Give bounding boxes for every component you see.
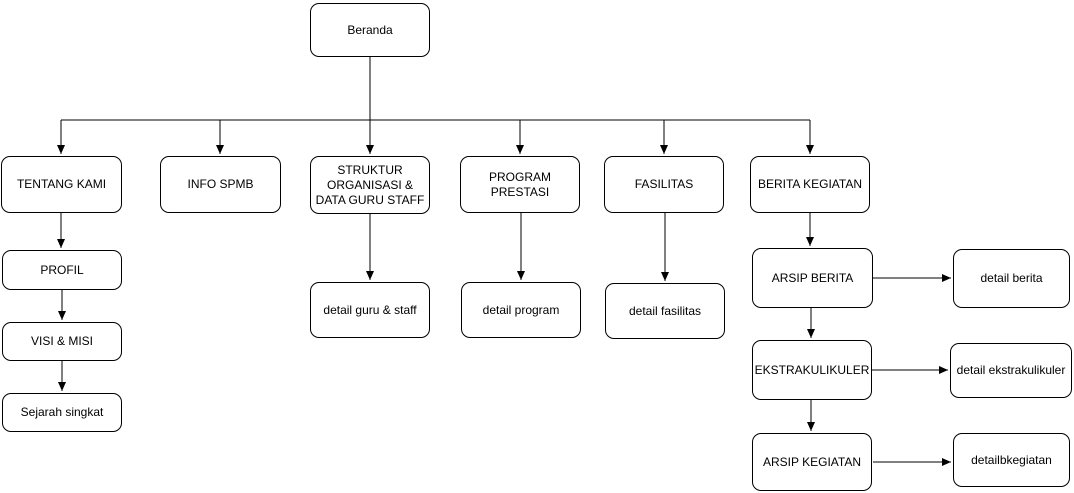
node-arsip-kegiatan: ARSIP KEGIATAN xyxy=(752,433,872,491)
node-info-spmb: INFO SPMB xyxy=(160,156,281,213)
node-label: PROGRAM PRESTASI xyxy=(488,169,551,199)
node-label: VISI & MISI xyxy=(30,334,93,348)
node-detail-fasilitas: detail fasilitas xyxy=(605,283,725,339)
node-visi-misi: VISI & MISI xyxy=(2,322,122,361)
node-arsip-berita: ARSIP BERITA xyxy=(752,248,873,308)
node-profil: PROFIL xyxy=(2,250,122,290)
node-fasilitas: FASILITAS xyxy=(604,156,724,213)
node-label: Sejarah singkat xyxy=(20,405,104,419)
node-label: ARSIP BERITA xyxy=(771,270,854,285)
node-label: ARSIP KEGIATAN xyxy=(762,454,862,469)
node-label: TENTANG KAMI xyxy=(16,177,107,191)
node-detail-berita: detail berita xyxy=(953,249,1070,308)
node-detail-guru-staff: detail guru & staff xyxy=(310,282,430,338)
node-sejarah-singkat: Sejarah singkat xyxy=(2,393,122,432)
edge-beranda-rail xyxy=(61,57,810,121)
node-label: FASILITAS xyxy=(634,177,694,191)
node-beranda: Beranda xyxy=(310,3,430,57)
node-label: INFO SPMB xyxy=(187,177,254,191)
node-detail-ekstrakulikuler: detail ekstrakulikuler xyxy=(950,343,1072,398)
node-label: BERITA KEGIATAN xyxy=(757,177,863,191)
node-label: STRUKTUR ORGANISASI & DATA GURU STAFF xyxy=(315,162,425,207)
node-label: detail guru & staff xyxy=(323,302,417,317)
node-label: PROFIL xyxy=(40,262,84,277)
node-struktur-organisasi: STRUKTUR ORGANISASI & DATA GURU STAFF xyxy=(310,156,430,214)
node-program-prestasi: PROGRAM PRESTASI xyxy=(460,156,580,213)
node-label: detail ekstrakulikuler xyxy=(956,363,1066,377)
node-ekstrakulikuler: EKSTRAKULIKULER xyxy=(752,340,872,400)
node-tentang-kami: TENTANG KAMI xyxy=(1,156,122,213)
node-detailbkegiatan: detailbkegiatan xyxy=(953,433,1070,487)
node-label: detailbkegiatan xyxy=(971,452,1052,467)
node-label: detail program xyxy=(482,302,560,317)
node-label: detail fasilitas xyxy=(628,303,702,318)
node-berita-kegiatan: BERITA KEGIATAN xyxy=(750,156,870,213)
node-label: EKSTRAKULIKULER xyxy=(754,362,870,377)
node-label: Beranda xyxy=(347,22,393,37)
node-detail-program: detail program xyxy=(461,282,581,338)
node-label: detail berita xyxy=(980,271,1043,285)
